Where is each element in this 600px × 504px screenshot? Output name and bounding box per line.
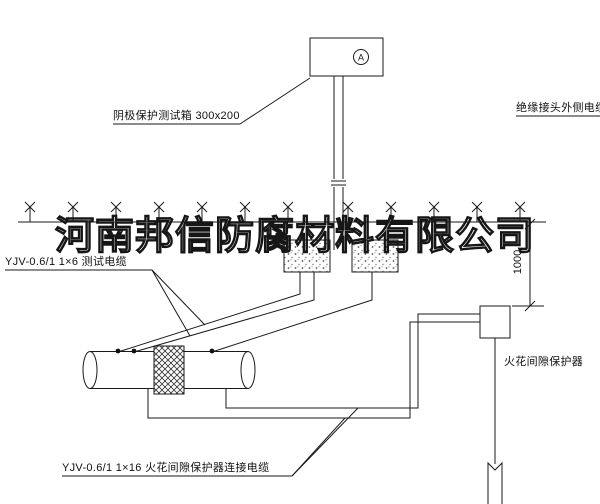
concrete-block-right (351, 239, 399, 273)
spark-gap-box (479, 305, 511, 339)
leader-lines (5, 77, 600, 477)
insulating-joint (153, 345, 185, 395)
label-spark-gap-protector: 火花间隙保护器 (504, 356, 584, 368)
dimension-line (512, 218, 544, 312)
ammeter-letter: A (358, 53, 364, 63)
pipeline (82, 351, 256, 389)
conduit-riser (331, 76, 346, 250)
spark-gap-connection-cables (147, 313, 480, 419)
cable-terminal (115, 348, 121, 354)
concrete-block-left (283, 239, 331, 273)
ground-surface-symbols (24, 201, 526, 223)
ammeter-circle (353, 49, 369, 65)
cable-terminal (209, 348, 215, 354)
label-connection-cable: YJV-0.6/1 1×16 火花间隙保护器连接电缆 (62, 462, 270, 474)
cable-terminal (131, 348, 137, 354)
label-depth-dimension: 1000 (512, 249, 524, 275)
test-box (309, 37, 384, 77)
label-test-box: 阴极保护测试箱 300x200 (113, 110, 240, 122)
ground-electrode (487, 338, 503, 504)
label-outer-cable: 绝缘接头外侧电缆 (516, 102, 600, 114)
label-test-cable: YJV-0.6/1 1×6 测试电缆 (5, 256, 127, 268)
test-cables (117, 272, 373, 353)
cable-terminals (115, 348, 215, 354)
